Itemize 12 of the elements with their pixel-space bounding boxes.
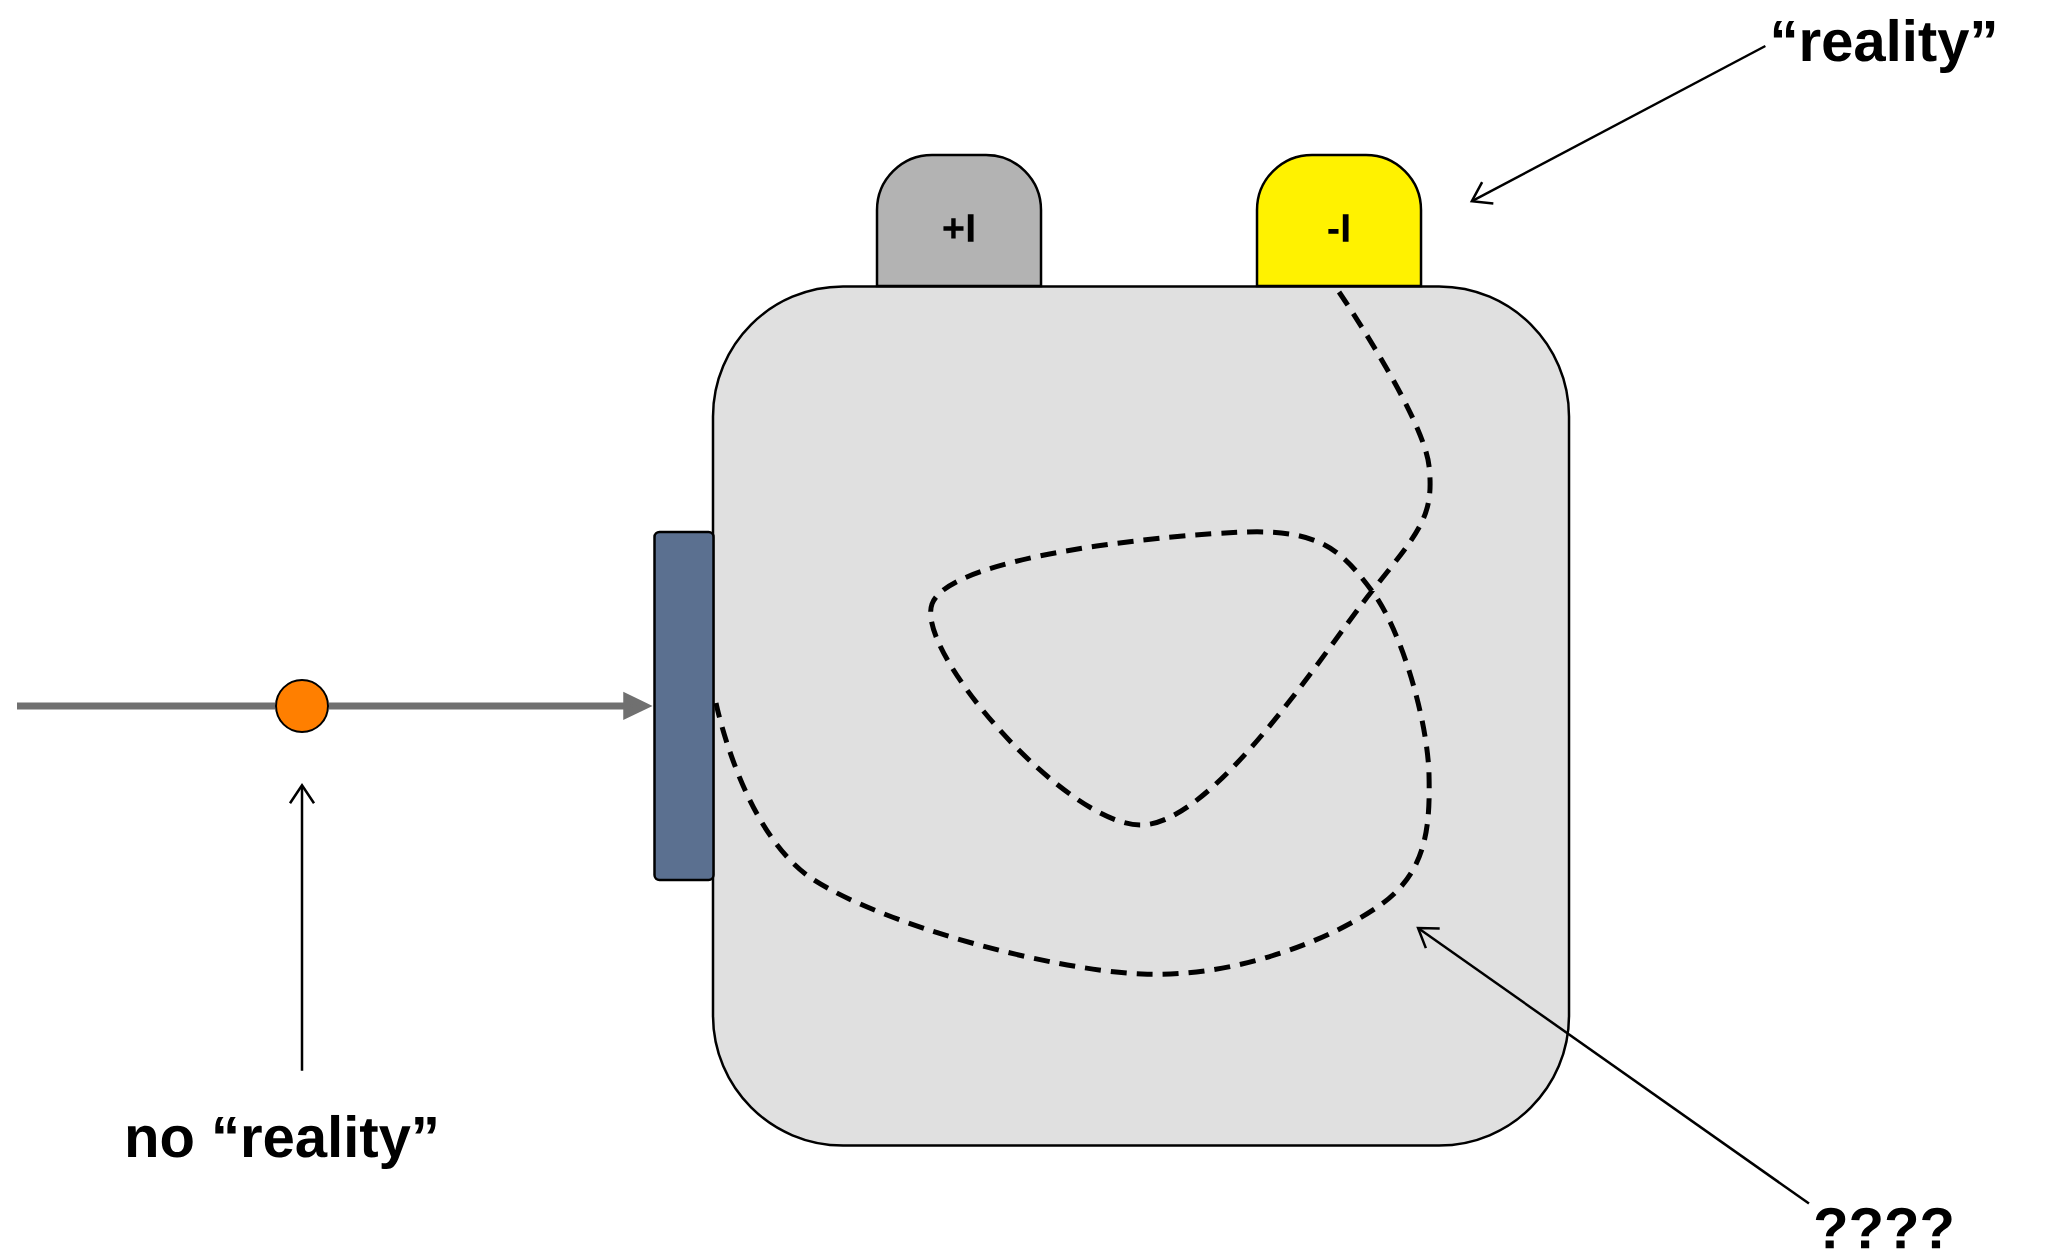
dashed-curve <box>713 290 1433 977</box>
sensor-plate <box>653 530 715 882</box>
arrow <box>288 783 316 1071</box>
terminal-tab: +I <box>875 153 1043 288</box>
annotation-text: no “reality” <box>127 1114 436 1169</box>
arrow <box>1416 926 1810 1205</box>
annotation-text: ???? <box>1815 1207 1952 1249</box>
dot <box>275 679 329 733</box>
device-box <box>711 285 1571 1147</box>
terminal-tab: -I <box>1255 153 1423 288</box>
arrow <box>1469 44 1766 205</box>
annotation-text: “reality” <box>1773 18 1995 73</box>
